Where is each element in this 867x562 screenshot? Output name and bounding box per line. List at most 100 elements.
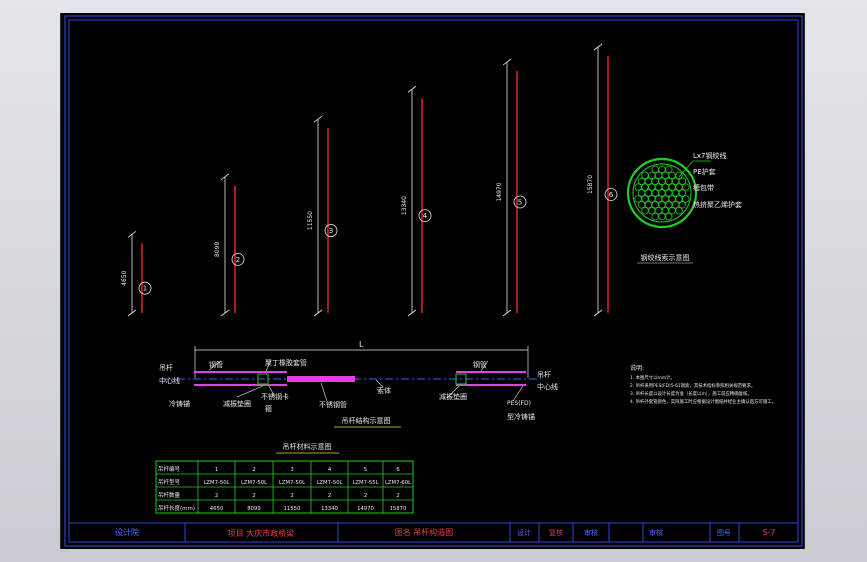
rod-number-bubble [231,252,245,266]
cable-strand [658,212,666,221]
cable-strand [658,165,666,174]
rod-dimension-label: 13340 [401,196,408,215]
rod-3: 11550 3 [307,115,338,317]
cable-strand [651,165,659,174]
cable-strand [637,177,646,185]
rod-dimension-label: 11550 [307,211,314,230]
cable-strand [668,171,676,180]
table-cell: 2 [396,493,399,499]
rod-number-bubble [324,224,338,237]
cable-strand [668,206,676,215]
rod-number-label: 3 [329,227,333,235]
table-cell: LZM7-50L [241,480,267,486]
cable-strand [644,201,653,209]
rod-number-bubble [604,188,618,201]
table-row-label: 吊杆数量 [158,491,181,499]
title-block-drawing-no: S-7 [762,528,775,537]
rod-number-label: 6 [609,191,614,199]
cable-strand [641,206,649,215]
rod-dimension-tick [593,43,603,51]
hanger-label-left-bottom: 冷铸锚 [169,399,190,408]
cable-strand [654,183,663,191]
notes-line: 4. 吊杆外套管颜色，实际施工时应根据设计图纸并经业主确认后方可施工。 [630,398,776,405]
cable-label-hot: 热挤聚乙烯护套 [693,200,742,209]
cable-strand [644,189,653,197]
cable-inner-sheath [632,163,692,223]
cable-strand [682,195,690,203]
title-block-check: 审核 [584,528,598,537]
cable-strand [675,183,683,191]
leader [375,379,384,388]
rod-number-bubble [513,195,527,209]
cable-strand [678,177,687,185]
table-cell: 15870 [390,506,407,512]
rod-dimension-tick [407,309,417,317]
cable-strand [634,195,642,203]
hanger-label-right-below2: PES(FD) [507,400,531,407]
cable-leader [678,160,694,178]
cable-strand [641,183,649,191]
cable-strand [668,195,676,203]
hanger-label-top-mid: 聚丁橡胶套管 [265,358,307,367]
table-cell: 3 [290,467,293,473]
rod-dimension-tick [593,309,603,317]
cable-strand [661,183,670,191]
hanger-label-below-mid: 不锈钢管 [319,400,347,409]
cable-strand [678,189,687,197]
rubber-sleeve [287,376,355,382]
hanger-label-right-below1: 减振垫圈 [439,392,467,401]
cable-strand [654,195,663,203]
table-cell: 2 [252,467,255,473]
hanger-label-right-below3: 型冷铸锚 [507,412,535,421]
hanger-label-below-left1: 减振垫圈 [223,399,251,408]
cable-strand [641,195,649,203]
cable-strand [671,189,680,197]
hanger-label-right-mid1: 吊杆 [537,370,551,379]
cable-strand [641,171,649,180]
leader [512,385,524,402]
table-cell: 13340 [321,506,338,512]
leader [320,382,328,402]
rod-dimension-tick [127,309,137,317]
title-block-project: 项目 大庆市政桥梁 [228,528,295,538]
cable-label-wrap: 缠包带 [693,183,714,192]
table-cell: LZM7-50L [279,480,305,486]
cable-strand [661,171,670,180]
hanger-label-right-top: 钢管 [473,360,487,369]
cable-caption: 钢绞线索示意图 [641,253,690,262]
cable-strand [665,177,673,185]
rod-dimension-label: 4650 [121,270,128,285]
cable-strand [648,195,656,203]
cable-label-strand: Lx7钢绞线 [693,151,727,160]
cable-strand [658,189,666,197]
hanger-label-below-left3: 箍 [265,404,272,413]
sheet-border-outer [64,15,803,547]
title-block-designer: 设计院 [115,527,139,537]
leader [265,359,272,372]
cable-strand [665,212,673,221]
leader [208,360,222,371]
hanger-label-left-top: 钢管 [209,360,223,369]
cable-strand [665,201,673,209]
table-cell: LZM7-55L [352,480,378,486]
title-block-drawing-name: 图名 吊杆构造图 [395,527,454,537]
title-block-approve: 审核 [649,528,663,537]
rod-number-label: 5 [518,199,522,207]
leader [446,385,460,399]
cable-strand [661,195,670,203]
leader [480,360,489,372]
title-block-review: 复核 [549,528,563,537]
hanger-length-label: L [359,340,364,349]
rod-number-label: 2 [236,256,240,264]
table-cell: 5 [364,467,367,473]
notes-title: 说明: [630,364,644,372]
rod-number-bubble [138,281,152,295]
hanger-structure: L 吊杆 中心线 冷铸锚 钢管 聚丁橡胶套管 减振垫圈 不锈钢卡 箍 不锈钢管 … [159,340,558,428]
cable-strand [654,206,663,215]
notes-line: 1. 本图尺寸以mm计。 [630,374,675,381]
